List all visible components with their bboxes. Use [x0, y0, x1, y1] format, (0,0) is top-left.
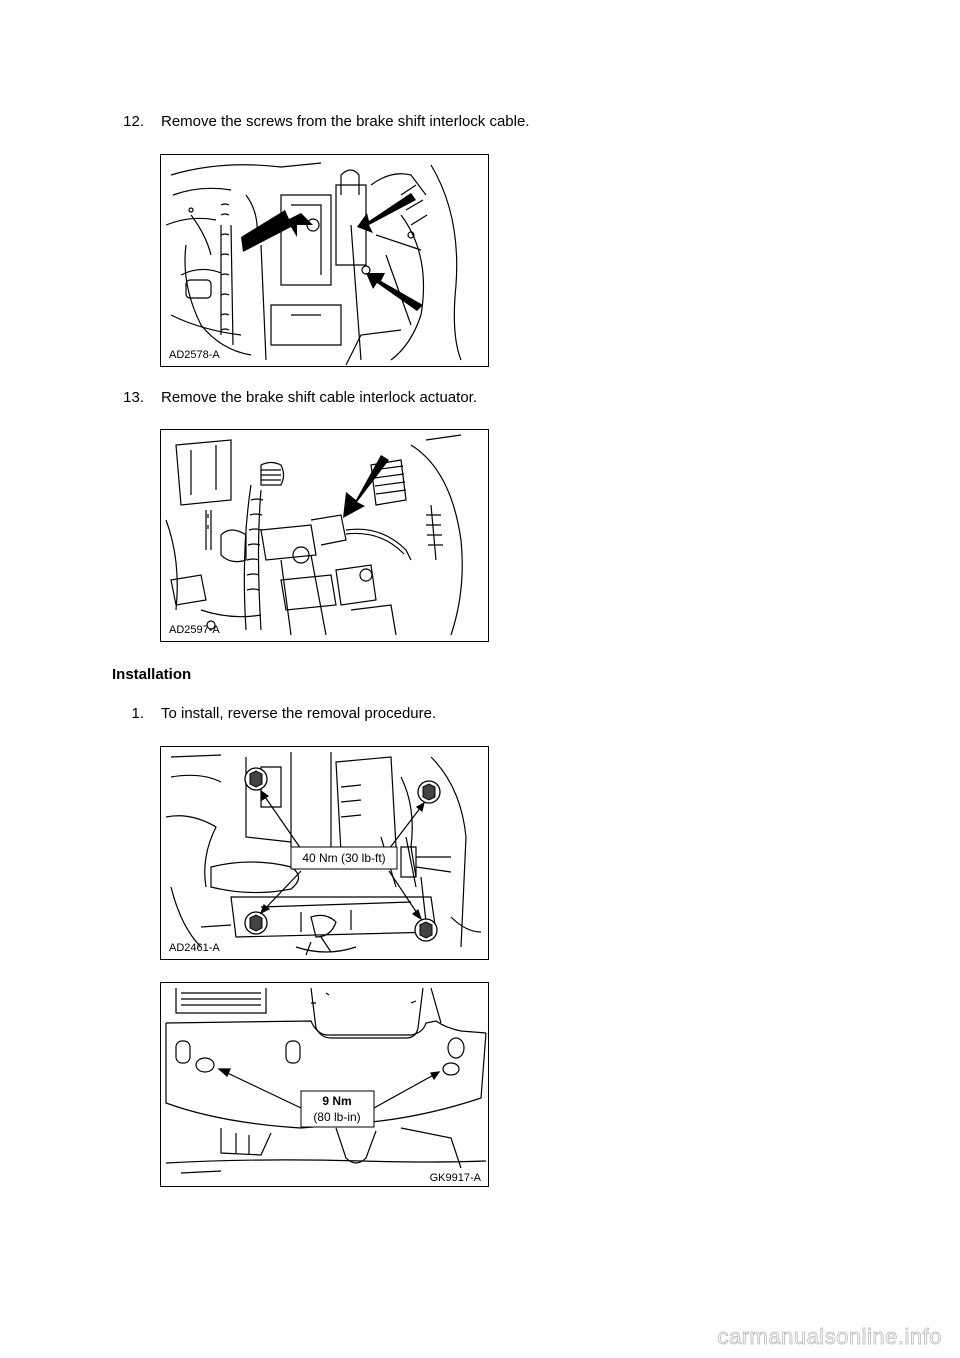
- torque-callout-value: 9 Nm: [322, 1094, 351, 1108]
- torque-callout-imperial: (80 lb-in): [313, 1110, 360, 1124]
- step-text: To install, reverse the removal procedur…: [161, 705, 437, 722]
- torque-callout: 40 Nm (30 lb-ft): [302, 851, 385, 865]
- watermark: carmanualsonline.info: [717, 1324, 942, 1350]
- figure-id: AD2597-A: [169, 624, 220, 636]
- figure-ad2461: 40 Nm (30 lb-ft) AD2461-A: [160, 746, 489, 960]
- figure-ad2578: AD2578-A: [160, 154, 489, 367]
- illustration-screws-interlock-cable: AD2578-A: [165, 162, 462, 366]
- figure-id: AD2578-A: [169, 349, 220, 361]
- figure-gk9917: 9 Nm (80 lb-in) GK9917-A: [160, 982, 489, 1187]
- step-number: 1.: [131, 705, 144, 722]
- step-text: Remove the brake shift cable interlock a…: [161, 389, 477, 406]
- illustration-interlock-actuator: AD2597-A: [165, 434, 463, 636]
- figure-id: GK9917-A: [430, 1172, 482, 1184]
- illustration-lower-panel-screws: 9 Nm (80 lb-in) GK9917-A: [165, 987, 487, 1184]
- step-number: 12.: [123, 113, 144, 130]
- step-number: 13.: [123, 389, 144, 406]
- section-heading-installation: Installation: [112, 666, 192, 683]
- step-text: Remove the screws from the brake shift i…: [161, 113, 530, 130]
- figure-ad2597: AD2597-A: [160, 429, 489, 642]
- figure-id: AD2461-A: [169, 942, 220, 954]
- illustration-steering-column-bolts: 40 Nm (30 lb-ft) AD2461-A: [165, 752, 482, 956]
